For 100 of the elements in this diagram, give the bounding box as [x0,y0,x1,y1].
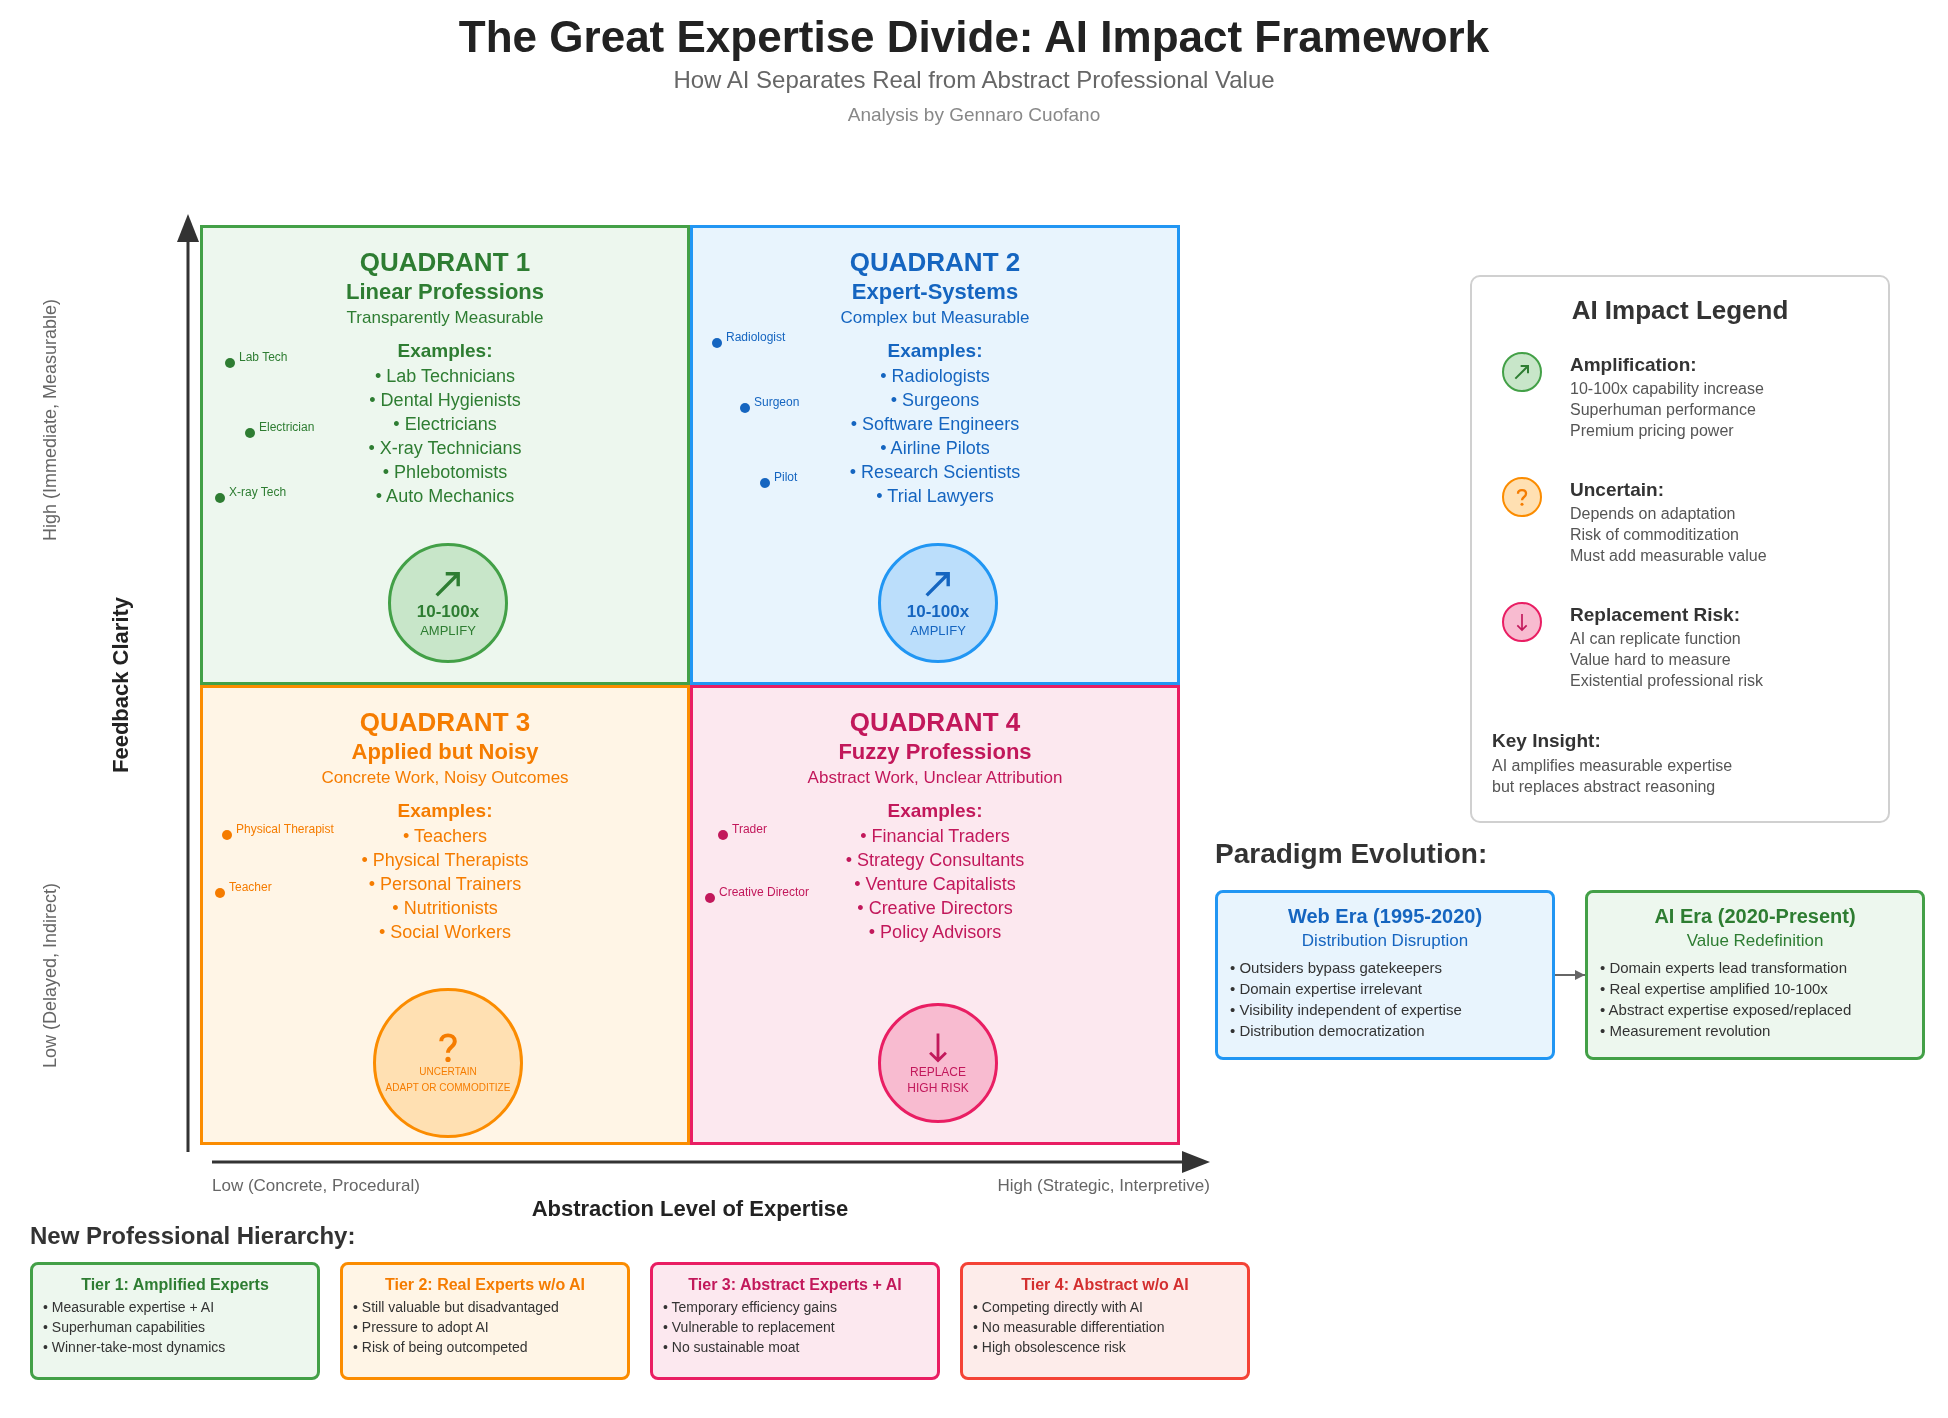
legend-description: AI can replicate function [1570,629,1742,649]
bullet-item: • Domain experts lead transformation [1600,958,1849,978]
quadrant-heading: QUADRANT 3 [359,706,531,738]
bullet-item: • Outsiders bypass gatekeepers [1230,958,1444,978]
bullet-item: • Superhuman capabilities [43,1318,207,1337]
bullet-item: • Still valuable but disadvantaged [353,1298,560,1317]
point-label: X-ray Tech [229,485,287,499]
bullet-item: • No measurable differentiation [973,1318,1166,1337]
list-heading: Examples: [397,799,493,823]
badge-text: ADAPT OR COMMODITIZE [385,1081,511,1095]
legend-heading: Uncertain: [1570,478,1665,502]
legend-heading: Amplification: [1570,353,1698,377]
bullet-item: • Measurement revolution [1600,1021,1772,1041]
point-label: Teacher [229,880,272,894]
list-item: • Trial Lawyers [876,485,994,508]
badge-text: AMPLIFY [420,623,476,639]
insight-text: AI amplifies measurable expertise but replaces abstract reasoning [1492,756,1734,797]
bullet-item: • Real expertise amplified 10-100x [1600,979,1829,999]
era-subtitle: Value Redefinition [1685,930,1825,952]
list-item: • Financial Traders [860,825,1010,848]
tier-card [30,1262,320,1380]
section-heading: Paradigm Evolution: [1215,838,1488,870]
legend-description: Premium pricing power [1570,421,1735,441]
tier-title: Tier 3: Abstract Experts + AI [687,1275,903,1295]
quadrant-panel [690,685,1180,1145]
legend-description: Existential professional risk [1570,671,1763,691]
era-card [1215,890,1555,1060]
main-title: The Great Expertise Divide: AI Impact Framework [457,12,1491,62]
badge-text: UNCERTAIN [419,1065,477,1079]
legend-description: Risk of commoditization [1570,525,1740,545]
bullet-item: • Winner-take-most dynamics [43,1338,227,1357]
legend-panel [1470,275,1890,823]
quadrant-heading: QUADRANT 4 [849,706,1021,738]
axis-title: Abstraction Level of Expertise [530,1196,850,1222]
point-label: Radiologist [726,330,786,344]
point-label: Pilot [774,470,798,484]
quadrant-description: Concrete Work, Noisy Outcomes [321,767,569,789]
list-item: • Nutritionists [392,897,498,920]
bullet-item: • Temporary efficiency gains [663,1298,839,1317]
bullet-item: • Domain expertise irrelevant [1230,979,1423,999]
bullet-item: • Pressure to adopt AI [353,1318,490,1337]
list-heading: Examples: [397,339,493,363]
axis-label: Low (Delayed, Indirect) [40,881,61,1070]
axis-title: Feedback Clarity [108,595,134,776]
list-item: • Auto Mechanics [375,485,515,508]
legend-description: 10-100x capability increase [1570,379,1764,399]
quadrant-heading: QUADRANT 2 [849,246,1021,278]
tier-card [650,1262,940,1380]
legend-description: Superhuman performance [1570,400,1757,420]
list-item: • Policy Advisors [868,921,1002,944]
quadrant-panel [200,225,690,685]
list-item: • Surgeons [890,389,980,412]
bullet-item: • Measurable expertise + AI [43,1298,216,1317]
bullet-item: • Visibility independent of expertise [1230,1000,1463,1020]
list-item: • Venture Capitalists [854,873,1016,896]
point-label: Lab Tech [239,350,288,364]
list-item: • Research Scientists [849,461,1021,484]
axis-label: High (Strategic, Interpretive) [997,1176,1210,1196]
list-item: • Phlebotomists [382,461,508,484]
list-item: • Electricians [393,413,497,436]
point-label: Electrician [259,420,315,434]
tier-card [960,1262,1250,1380]
tier-card [340,1262,630,1380]
arrow [1554,970,1586,980]
era-subtitle: Distribution Disruption [1300,930,1470,952]
list-item: • Lab Technicians [374,365,516,388]
badge-text: REPLACE [910,1064,966,1080]
insight-heading: Key Insight: [1492,729,1601,753]
point-label: Physical Therapist [236,822,334,836]
badge-value: 10-100x [906,601,970,623]
list-heading: Examples: [887,339,983,363]
list-item: • Radiologists [880,365,990,388]
subtitle-text: How AI Separates Real from Abstract Professional Value [672,66,1276,94]
bullet-item: • Competing directly with AI [973,1298,1144,1317]
bullet-item: • Distribution democratization [1230,1021,1426,1041]
era-title: AI Era (2020-Present) [1653,904,1857,929]
quadrant-subtitle: Applied but Noisy [351,738,539,766]
quadrant-description: Abstract Work, Unclear Attribution [807,767,1063,789]
quadrant-panel [690,225,1180,685]
list-item: • Airline Pilots [880,437,990,460]
point-label: Surgeon [754,395,800,409]
legend-description: Value hard to measure [1570,650,1732,670]
tier-title: Tier 4: Abstract w/o AI [1020,1275,1190,1295]
bullet-item: • Vulnerable to replacement [663,1318,836,1337]
section-heading: New Professional Hierarchy: [30,1222,356,1250]
list-item: • Personal Trainers [368,873,522,896]
quadrant-description: Complex but Measurable [840,307,1030,329]
list-item: • Physical Therapists [361,849,529,872]
quadrant-description: Transparently Measurable [346,307,544,329]
bullet-item: • High obsolescence risk [973,1338,1127,1357]
tier-title: Tier 2: Real Experts w/o AI [383,1275,587,1295]
bullet-item: • Risk of being outcompeted [353,1338,529,1357]
list-heading: Examples: [887,799,983,823]
quadrant-subtitle: Expert-Systems [851,278,1019,306]
list-item: • Creative Directors [857,897,1013,920]
point-label: Creative Director [719,885,810,899]
list-item: • Teachers [403,825,487,848]
era-title: Web Era (1995-2020) [1286,904,1484,929]
list-item: • Dental Hygienists [369,389,521,412]
author-credit: Analysis by Gennaro Cuofano [846,104,1102,126]
